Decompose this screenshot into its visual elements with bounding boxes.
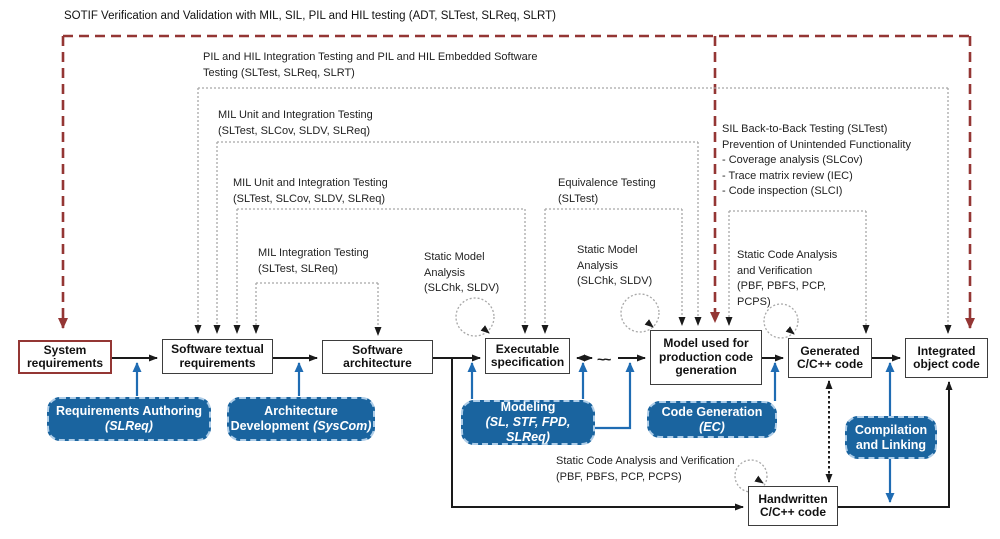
bracket-sil-back-to-back (725, 210, 870, 334)
box-integrated-object-code: Integrated object code (905, 338, 988, 378)
main-flow-lines (112, 354, 953, 511)
label-equivalence-testing: Equivalence Testing (SLTest) (558, 177, 656, 205)
bracket-pil-hil (194, 87, 952, 334)
process-tool: (SysCom) (313, 419, 372, 433)
process-label: Modeling (500, 400, 556, 415)
box-software-architecture: Software architecture (322, 340, 433, 374)
process-label: Architecture Development (230, 404, 338, 433)
process-architecture-development: Architecture Development(SysCom) (227, 397, 375, 441)
diagram-title: SOTIF Verification and Validation with M… (64, 10, 556, 22)
label-static-model-analysis-right: Static Model Analysis (SLChk, SLDV) (577, 244, 653, 288)
process-label: Compilation and Linking (854, 422, 928, 452)
box-handwritten-code: Handwritten C/C++ code (748, 486, 838, 526)
bracket-mil-unit-inner (233, 208, 529, 334)
process-tool: (SL, STF, FPD, SLReq) (485, 415, 571, 444)
label-static-code-analysis-top: Static Code Analysis and Verification (P… (737, 249, 838, 308)
selfloop-static-code-analysis-top (763, 303, 799, 339)
process-compilation-linking: Compilation and Linking (845, 416, 937, 459)
box-executable-specification: Executable specification (485, 338, 570, 374)
box-system-requirements: System requirements (18, 340, 112, 374)
label-mil-unit-inner: MIL Unit and Integration Testing (SLTest… (233, 177, 388, 205)
label-static-code-analysis-bottom: Static Code Analysis and Verification (P… (556, 455, 735, 483)
label-static-model-analysis-left: Static Model Analysis (SLChk, SLDV) (424, 251, 500, 295)
selfloop-static-model-analysis-right (620, 293, 660, 333)
process-tool: (SLReq) (105, 419, 153, 433)
box-software-textual-requirements: Software textual requirements (162, 339, 273, 374)
box-generated-code: Generated C/C++ code (788, 338, 872, 378)
bracket-mil-unit-outer (213, 141, 702, 334)
process-arrows (132, 362, 895, 503)
label-sil-back-to-back: SIL Back-to-Back Testing (SLTest) Preven… (722, 123, 911, 198)
process-label: Code Generation (661, 404, 763, 419)
model-iteration-squiggle: ~~ (597, 351, 611, 367)
bracket-mil-integration (252, 282, 382, 336)
process-modeling: Modeling (SL, STF, FPD, SLReq) (461, 400, 595, 445)
process-label: Requirements Authoring (55, 404, 203, 419)
label-pil-hil-testing: PIL and HIL Integration Testing and PIL … (203, 51, 538, 79)
label-mil-integration: MIL Integration Testing (SLTest, SLReq) (258, 247, 369, 275)
process-requirements-authoring: Requirements Authoring (SLReq) (47, 397, 211, 441)
selfloop-static-model-analysis-left (455, 297, 495, 337)
process-tool: (EC) (699, 419, 725, 434)
sotif-dashed-frame (58, 34, 975, 329)
box-model-production-code: Model used for production code generatio… (650, 330, 762, 385)
process-code-generation: Code Generation (EC) (647, 401, 777, 438)
bracket-equivalence (541, 208, 686, 334)
label-mil-unit-outer: MIL Unit and Integration Testing (SLTest… (218, 109, 373, 137)
